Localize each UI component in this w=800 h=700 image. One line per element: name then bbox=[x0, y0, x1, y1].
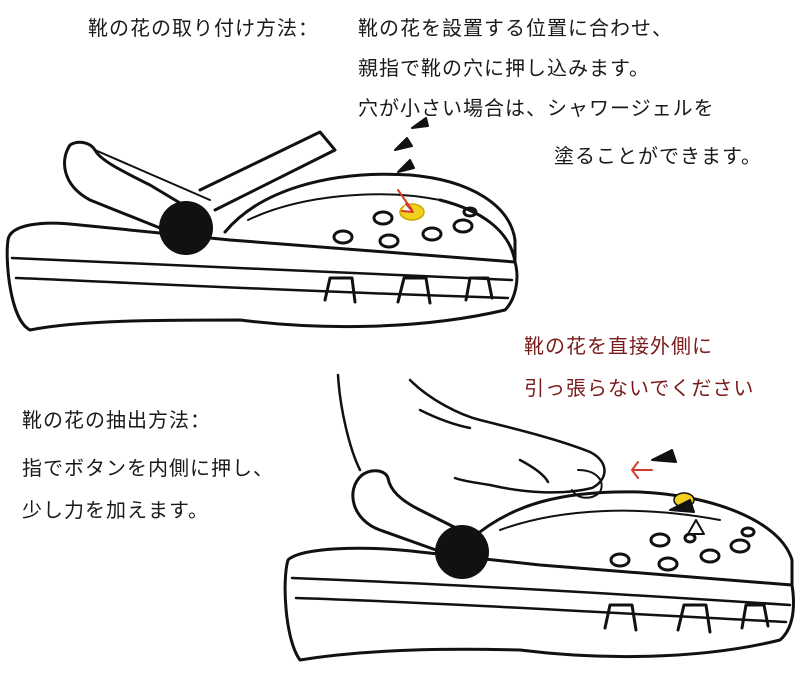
clog-bottom-illustration bbox=[285, 471, 793, 660]
hand-pushing-illustration bbox=[338, 375, 605, 492]
charm-bottom bbox=[688, 520, 704, 534]
charm-pull-arrow-bottom bbox=[632, 450, 694, 512]
clog-rivet-bottom bbox=[435, 525, 489, 579]
clog-top-illustration bbox=[7, 132, 517, 330]
clog-rivet-top bbox=[159, 201, 213, 255]
